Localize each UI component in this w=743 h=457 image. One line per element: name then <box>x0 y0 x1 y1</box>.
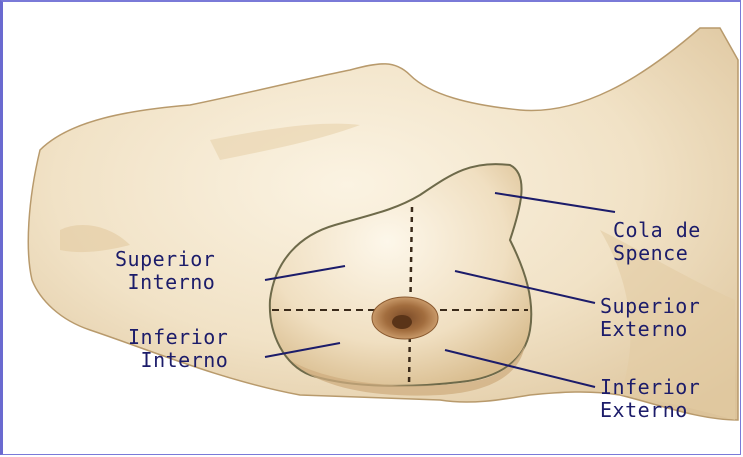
label-inferior-externo-line1: Inferior <box>600 376 700 399</box>
label-superior-interno-line1: Superior <box>115 248 215 271</box>
label-superior-interno-line2: Interno <box>115 271 215 294</box>
label-cola-de-spence: Cola de Spence <box>613 219 701 265</box>
label-inferior-interno: Inferior Interno <box>128 326 228 372</box>
label-cola-de-spence-line2: Spence <box>613 242 701 265</box>
label-inferior-interno-line1: Inferior <box>128 326 228 349</box>
label-cola-de-spence-line1: Cola de <box>613 219 701 242</box>
label-superior-externo-line1: Superior <box>600 295 700 318</box>
label-inferior-externo-line2: Externo <box>600 399 700 422</box>
label-superior-externo: Superior Externo <box>600 295 700 341</box>
label-superior-interno: Superior Interno <box>115 248 215 294</box>
nipple <box>392 315 412 329</box>
label-inferior-interno-line2: Interno <box>128 349 228 372</box>
label-superior-externo-line2: Externo <box>600 318 700 341</box>
label-inferior-externo: Inferior Externo <box>600 376 700 422</box>
